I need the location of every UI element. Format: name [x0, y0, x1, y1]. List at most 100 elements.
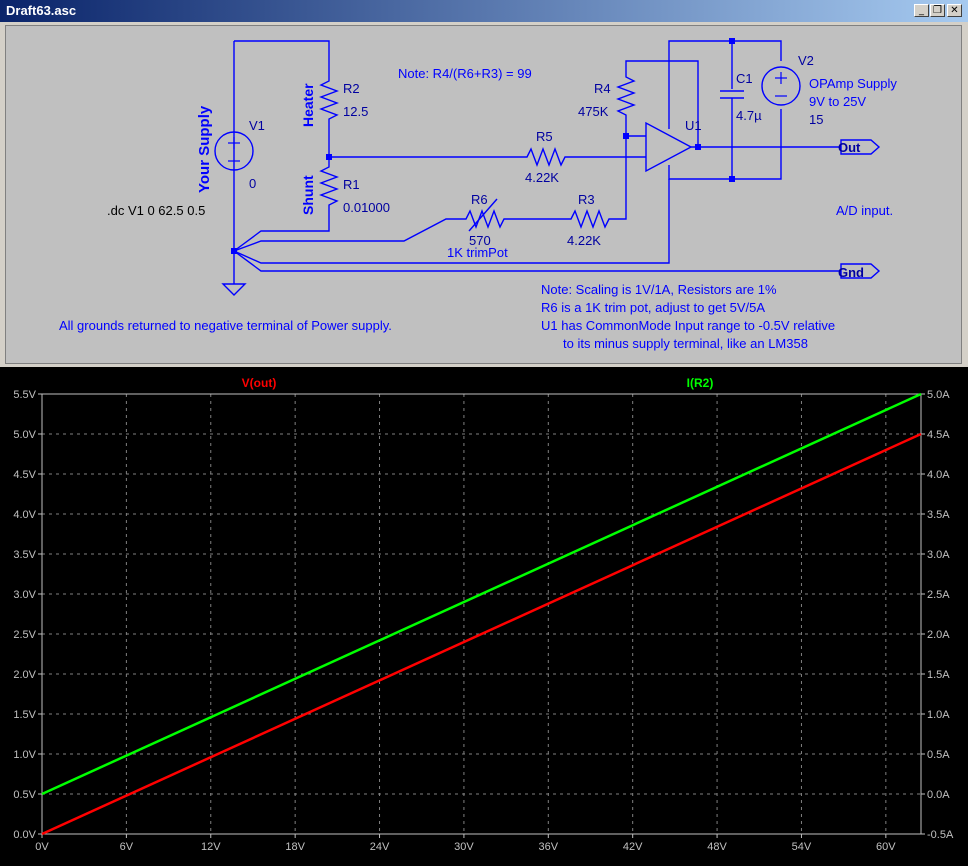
r6-symbol: [461, 209, 509, 229]
dc-directive: .dc V1 0 62.5 0.5: [107, 203, 205, 218]
r2-value: 12.5: [343, 104, 368, 119]
v1-name: V1: [249, 118, 265, 133]
v2-name: V2: [798, 53, 814, 68]
ground-symbol: [221, 283, 247, 296]
y-right-tick-label: 4.0A: [927, 469, 950, 481]
y-left-tick-label: 3.5V: [13, 549, 36, 561]
y-left-tick-label: 5.0V: [13, 429, 36, 441]
x-tick-label: 54V: [792, 841, 812, 853]
y-right-tick-label: 5.0A: [927, 389, 950, 401]
wire: [614, 135, 646, 220]
y-right-tick-label: 4.5A: [927, 429, 950, 441]
x-tick-label: 36V: [539, 841, 559, 853]
y-left-tick-label: 1.0V: [13, 749, 36, 761]
r1-value: 0.01000: [343, 200, 390, 215]
u1-name: U1: [685, 118, 702, 133]
r3-value: 4.22K: [567, 233, 601, 248]
schematic-drawing[interactable]: V1 0 Your Supply R2 12.5 Heater R1 0.010…: [6, 26, 961, 363]
v2-label-1: OPAmp Supply: [809, 76, 897, 91]
r4-name: R4: [594, 81, 611, 96]
junction-dot: [231, 248, 237, 254]
y-right-tick-label: 0.0A: [927, 789, 950, 801]
r4-value: 475K: [578, 104, 609, 119]
v1-value: 0: [249, 176, 256, 191]
wire: [233, 179, 670, 264]
y-right-tick-label: -0.5A: [927, 829, 954, 841]
x-tick-label: 0V: [35, 841, 49, 853]
schematic-pane[interactable]: V1 0 Your Supply R2 12.5 Heater R1 0.010…: [0, 22, 968, 367]
series: [41, 392, 922, 836]
y-right-tick-label: 3.0A: [927, 549, 950, 561]
note-scaling: Note: Scaling is 1V/1A, Resistors are 1%: [541, 282, 777, 297]
note-cm-2: to its minus supply terminal, like an LM…: [563, 336, 808, 351]
r5-symbol: [521, 147, 571, 167]
note-grounds: All grounds returned to negative termina…: [59, 318, 392, 333]
y-right-tick-label: 0.5A: [927, 749, 950, 761]
junction-dot: [623, 133, 629, 139]
y-left-tick-label: 5.5V: [13, 389, 36, 401]
y-left-tick-label: 1.5V: [13, 709, 36, 721]
x-tick-label: 12V: [201, 841, 221, 853]
window-title: Draft63.asc: [6, 3, 77, 18]
r6-label: 1K trimPot: [447, 245, 508, 260]
v1-symbol: [214, 131, 254, 171]
c1-value: 4.7µ: [736, 108, 762, 123]
v2-value: 15: [809, 112, 823, 127]
gnd-port-label: Gnd: [838, 265, 864, 280]
series-line-0: [41, 432, 922, 836]
schematic-canvas[interactable]: V1 0 Your Supply R2 12.5 Heater R1 0.010…: [5, 25, 962, 364]
y-right-tick-label: 2.5A: [927, 589, 950, 601]
v2-symbol: [761, 66, 801, 106]
wire: [233, 209, 330, 252]
series-line-1: [41, 392, 922, 796]
title-bar[interactable]: Draft63.asc _ ❐ ✕: [0, 0, 968, 22]
r2-name: R2: [343, 81, 360, 96]
note-ad-input: A/D input.: [836, 203, 893, 218]
legend-v-out[interactable]: V(out): [242, 376, 277, 390]
note-trim: R6 is a 1K trim pot, adjust to get 5V/5A: [541, 300, 765, 315]
restore-button[interactable]: ❐: [930, 4, 945, 17]
x-tick-label: 24V: [370, 841, 390, 853]
c1-name: C1: [736, 71, 753, 86]
y-left-tick-label: 3.0V: [13, 589, 36, 601]
r5-value: 4.22K: [525, 170, 559, 185]
x-tick-label: 42V: [623, 841, 643, 853]
r2-label: Heater: [300, 83, 316, 127]
out-port: [840, 139, 881, 155]
legend-i-r2[interactable]: I(R2): [687, 376, 714, 390]
junction-dot: [695, 144, 701, 150]
y-left-tick-label: 2.0V: [13, 669, 36, 681]
y-right-tick-label: 2.0A: [927, 629, 950, 641]
close-button[interactable]: ✕: [947, 4, 962, 17]
wire: [233, 250, 841, 272]
v1-label: Your Supply: [196, 105, 213, 193]
wire: [234, 40, 330, 77]
x-tick-label: 18V: [285, 841, 305, 853]
y-right-tick-label: 1.5A: [927, 669, 950, 681]
x-tick-label: 48V: [707, 841, 727, 853]
wire: [233, 218, 461, 252]
junction-dot: [326, 154, 332, 160]
minimize-button[interactable]: _: [914, 4, 929, 17]
y-right-tick-label: 3.5A: [927, 509, 950, 521]
r5-name: R5: [536, 129, 553, 144]
v2-label-2: 9V to 25V: [809, 94, 866, 109]
wire: [625, 60, 699, 147]
r1-label: Shunt: [300, 175, 316, 215]
y-left-tick-label: 0.5V: [13, 789, 36, 801]
junction-dot: [729, 38, 735, 44]
y-right-tick-label: 1.0A: [927, 709, 950, 721]
r1-symbol: [319, 161, 339, 209]
wire: [668, 109, 782, 180]
x-tick-label: 6V: [120, 841, 134, 853]
r6-name: R6: [471, 192, 488, 207]
y-left-tick-label: 4.5V: [13, 469, 36, 481]
out-port-label: Out: [838, 140, 861, 155]
r3-symbol: [566, 209, 614, 229]
note-cm-1: U1 has CommonMode Input range to -0.5V r…: [541, 318, 835, 333]
gnd-port: [840, 263, 881, 279]
r3-name: R3: [578, 192, 595, 207]
r1-name: R1: [343, 177, 360, 192]
